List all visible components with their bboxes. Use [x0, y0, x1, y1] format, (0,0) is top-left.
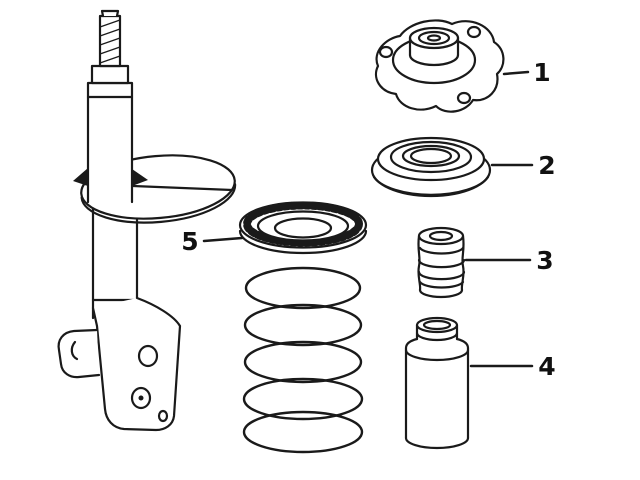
bump-stop-top — [417, 226, 465, 246]
dust-cover-shoulder-left — [404, 337, 419, 350]
dust-cover-bottom — [404, 436, 470, 450]
mount-bolt-hole-left — [378, 45, 394, 59]
bump-stop-hole — [428, 230, 454, 242]
bracket-hole-small — [157, 409, 169, 423]
strut-illustration — [57, 9, 237, 432]
dust-cover-shoulder-right — [455, 337, 470, 350]
mount-cap-ring — [417, 30, 451, 46]
spring-coil — [243, 303, 363, 347]
mount-cap-bottom — [408, 53, 460, 67]
strut-collar — [90, 64, 130, 85]
callout-1-label: 1 — [533, 58, 550, 87]
upper-spring-seat-illustration — [238, 201, 368, 255]
mount-bolt-hole-bottom — [456, 91, 472, 105]
bump-stop-rib — [418, 280, 465, 289]
seat-center-hole — [273, 217, 333, 239]
callout-4-label: 4 — [538, 352, 555, 381]
bump-stop-rib — [417, 270, 466, 281]
seat-inner-face — [256, 210, 350, 242]
bracket-hook-inner — [70, 340, 79, 361]
leader-line-1 — [502, 70, 530, 76]
seat-bottom-rim — [238, 229, 368, 255]
dust-cover-shoulder-band — [404, 348, 470, 362]
bearing-groove — [389, 140, 473, 174]
strut-gusset-right — [132, 169, 148, 186]
dust-cover-top-hole — [422, 319, 452, 331]
strut-stud-threads — [99, 19, 121, 64]
strut-gusset-left — [73, 168, 88, 186]
dust-cover-illustration — [404, 316, 470, 450]
bump-stop-rib — [417, 258, 466, 269]
bracket-hole-center-dot — [138, 395, 144, 401]
strut-stud-tip — [100, 9, 120, 18]
strut-mount-illustration — [374, 19, 505, 113]
coil-spring-illustration — [242, 266, 364, 454]
bearing-seat-illustration — [370, 136, 492, 198]
callout-3-label: 3 — [536, 246, 553, 275]
spring-coil — [242, 377, 364, 421]
spring-coil — [244, 266, 362, 310]
leader-line-5 — [202, 236, 244, 243]
bump-stop-rib — [418, 246, 465, 255]
bump-stop-bottom — [418, 288, 464, 299]
bump-stop-side-left — [417, 234, 422, 292]
bump-stop-illustration — [417, 226, 466, 299]
leader-lines — [202, 70, 534, 368]
spring-coil — [242, 410, 364, 454]
bracket-hook — [57, 328, 101, 379]
dust-cover-body-sides — [404, 346, 470, 440]
callout-5-label: 5 — [181, 227, 198, 256]
bearing-hole-inner — [409, 147, 453, 165]
dust-cover-neck-band — [415, 331, 459, 342]
strut-bracket — [91, 296, 182, 432]
bracket-hole-upper — [137, 344, 159, 368]
strut-perch-rim — [80, 183, 237, 224]
strut-upper-tube — [86, 81, 134, 204]
mount-cap-center — [426, 34, 442, 42]
spring-coil — [243, 340, 363, 384]
mount-cap-top — [408, 26, 460, 50]
seat-serration-band — [243, 201, 363, 247]
bearing-bottom-rim — [372, 175, 490, 196]
callout-labels: 1 2 3 4 5 — [181, 58, 555, 381]
callout-2-label: 2 — [538, 151, 555, 180]
mount-bolt-hole-right — [466, 25, 482, 39]
